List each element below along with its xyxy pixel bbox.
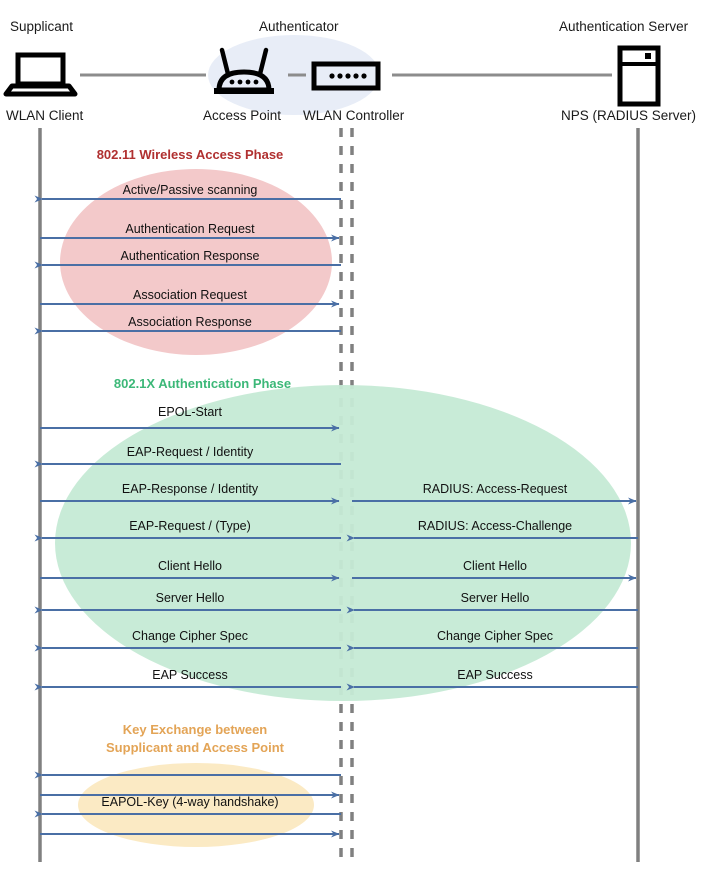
actor-device-nps-radius-server: NPS (RADIUS Server): [561, 108, 697, 123]
label-server-hello-left: Server Hello: [155, 591, 225, 605]
actor-role-authentication-server: Authentication Server: [559, 19, 689, 34]
actor-device-wlan-controller: WLAN Controller: [303, 108, 405, 123]
laptop-icon: [3, 52, 78, 97]
phase-keyexchange-ellipse: [78, 763, 314, 847]
label-eap-request-identity: EAP-Request / Identity: [126, 445, 254, 459]
label-server-hello-right: Server Hello: [460, 591, 530, 605]
label-eap-success-right: EAP Success: [457, 668, 533, 682]
actor-role-supplicant: Supplicant: [10, 19, 74, 34]
actor-role-authenticator: Authenticator: [259, 19, 339, 34]
label-change-cipher-spec-left: Change Cipher Spec: [131, 629, 249, 643]
phase-title-8021x: 802.1X Authentication Phase: [113, 376, 292, 391]
actor-device-access-point: Access Point: [203, 108, 282, 123]
label-radius-access-request: RADIUS: Access-Request: [422, 482, 568, 496]
label-authentication-response: Authentication Response: [120, 249, 260, 263]
label-authentication-request: Authentication Request: [125, 222, 255, 236]
label-association-request: Association Request: [133, 288, 247, 302]
label-client-hello-left: Client Hello: [158, 559, 222, 573]
phase-title-keyexchange-line2: Supplicant and Access Point: [106, 740, 284, 755]
label-client-hello-right: Client Hello: [463, 559, 527, 573]
label-eapol-key-handshake: EAPOL-Key (4-way handshake): [101, 795, 279, 809]
phase-80211-ellipse: [60, 169, 332, 355]
phase-8021x-ellipse: [55, 385, 631, 701]
actor-device-wlan-client: WLAN Client: [6, 108, 84, 123]
phase-80211-arrows: [34, 195, 341, 335]
label-active-passive-scanning: Active/Passive scanning: [122, 183, 258, 197]
server-icon: [617, 45, 661, 107]
wlan-controller-icon: [311, 61, 381, 91]
phase-title-keyexchange-line1: Key Exchange between: [122, 722, 268, 737]
access-point-icon: [214, 47, 274, 94]
label-eap-response-identity: EAP-Response / Identity: [121, 482, 259, 496]
label-change-cipher-spec-right: Change Cipher Spec: [436, 629, 554, 643]
label-association-response: Association Response: [128, 315, 252, 329]
label-radius-access-challenge: RADIUS: Access-Challenge: [417, 519, 573, 533]
phase-keyexchange-arrows: [34, 771, 341, 838]
phase-title-80211: 802.11 Wireless Access Phase: [96, 147, 284, 162]
label-eap-request-type: EAP-Request / (Type): [129, 519, 251, 533]
label-eap-success-left: EAP Success: [152, 668, 228, 682]
label-epol-start: EPOL-Start: [158, 405, 222, 419]
phase-8021x-arrows: [34, 424, 638, 691]
